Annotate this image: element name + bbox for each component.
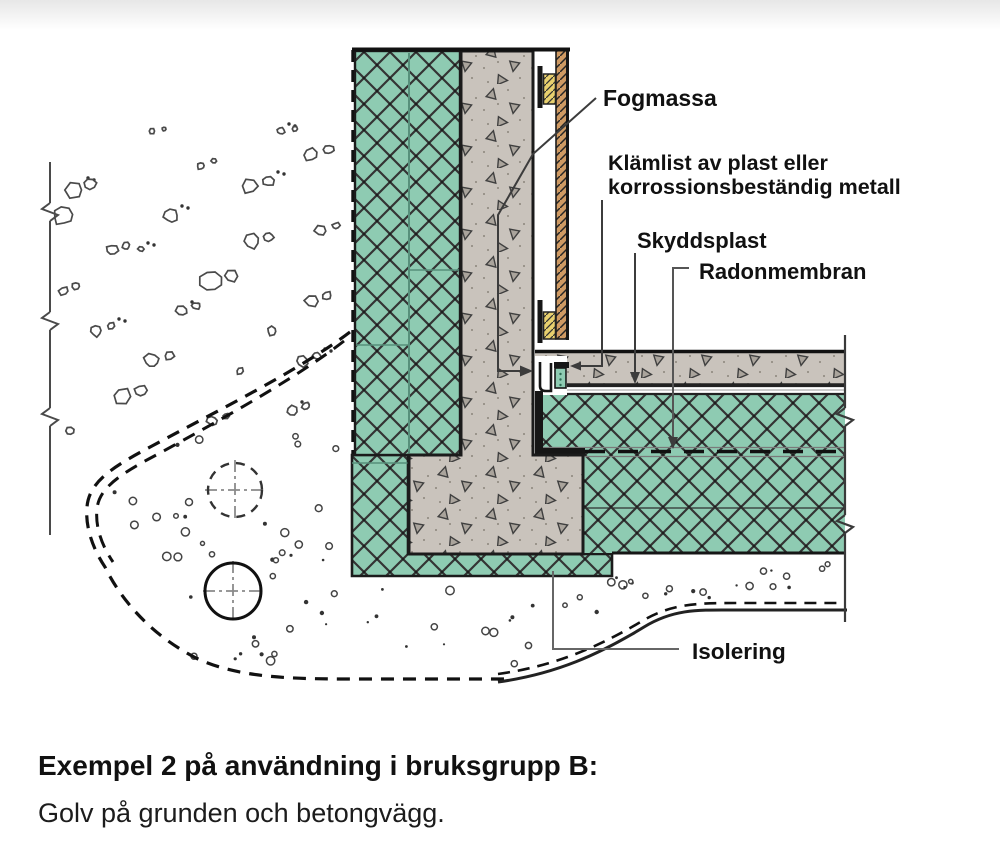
leader-lines <box>497 97 689 650</box>
fogmassa-leader <box>497 97 597 372</box>
membrane-clamp-junction <box>535 356 569 393</box>
wall-insulation <box>352 49 462 464</box>
floor-insulation <box>542 395 845 555</box>
membrane-edge-bar <box>535 391 543 453</box>
radonmembran-leader <box>672 267 689 437</box>
label-klamlist-1: Klämlist av plast eller <box>608 151 829 175</box>
top-edge-shadow <box>0 0 1000 30</box>
label-fogmassa: Fogmassa <box>603 85 717 111</box>
klamlist-top <box>537 66 557 108</box>
label-radonmembran: Radonmembran <box>699 259 866 284</box>
label-isolering: Isolering <box>692 639 786 664</box>
soil-stones <box>53 122 342 436</box>
label-skyddsplast: Skyddsplast <box>637 228 767 253</box>
membrane-corner-bar <box>535 448 585 454</box>
floor-break-edge <box>834 335 856 622</box>
wall-batten <box>352 47 570 340</box>
drain-pipe-alt <box>205 460 265 520</box>
drain-pipe <box>203 561 263 621</box>
klamlist-leader <box>581 200 603 367</box>
concrete-wall-footing <box>407 49 585 556</box>
radonmembran-layer <box>542 446 845 458</box>
label-klamlist-2: korrossionsbeständig metall <box>608 175 901 199</box>
klamlist-bottom <box>537 300 557 343</box>
gravel-dots <box>112 432 831 668</box>
excavation-boundary <box>85 50 846 681</box>
radon-detail-diagram: Fogmassa Klämlist av plast eller korross… <box>0 0 1000 684</box>
caption-subtitle: Golv på grunden och betongvägg. <box>38 798 445 828</box>
concrete-slab <box>535 349 845 386</box>
skyddsplast-layer <box>567 384 845 396</box>
ground-level-line <box>39 162 61 535</box>
caption-heading: Exempel 2 på användning i bruksgrupp B: <box>38 750 599 781</box>
ground-surface-line <box>497 608 847 684</box>
isolering-leader <box>552 571 679 650</box>
